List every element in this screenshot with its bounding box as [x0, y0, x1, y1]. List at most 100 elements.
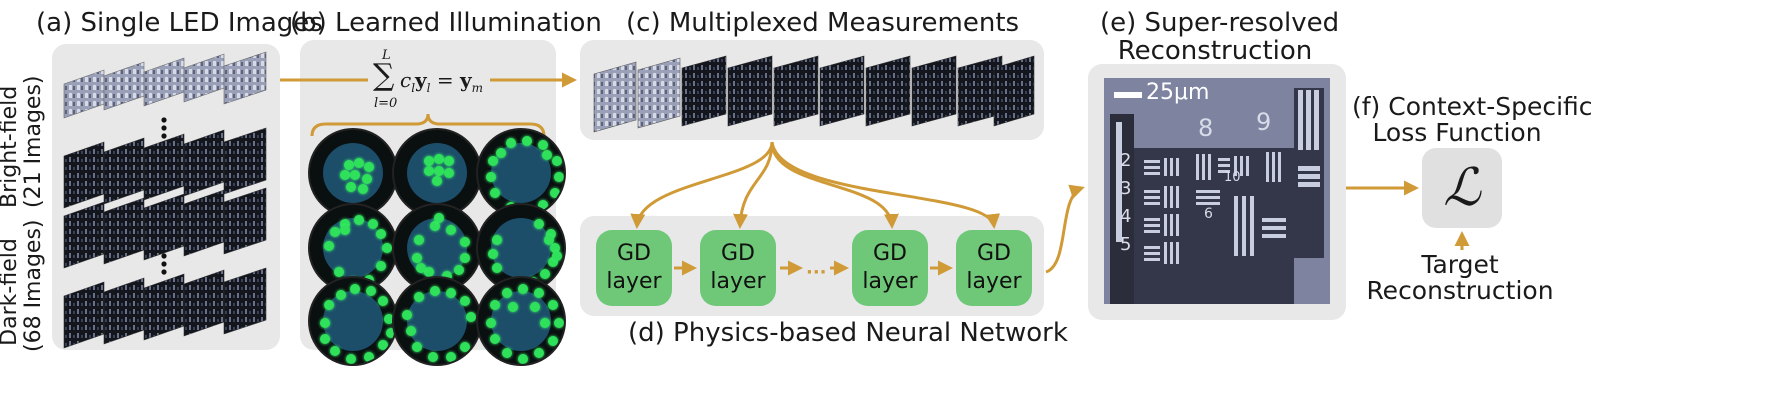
panel-e-title-line2: Reconstruction	[1117, 36, 1313, 66]
led-dot	[446, 225, 456, 235]
panel-f-title-line2: Loss Function	[1372, 118, 1542, 147]
led-dot	[424, 166, 434, 176]
led-dot	[550, 188, 560, 198]
target-label-line1: Target	[1421, 250, 1499, 279]
led-dot	[486, 172, 496, 182]
led-dot	[554, 172, 564, 182]
led-dot	[376, 261, 386, 271]
layer-ellipsis: ···	[806, 262, 827, 283]
gd-layer-4-line1: GD	[977, 241, 1011, 266]
target-number-9: 9	[1256, 108, 1272, 136]
led-dot	[378, 296, 388, 306]
led-dot	[444, 168, 454, 178]
led-dot	[490, 300, 500, 310]
led-dot	[488, 156, 498, 166]
led-dot	[492, 263, 502, 273]
led-dot	[434, 154, 444, 164]
brightfield-stack	[63, 51, 267, 119]
led-pattern-4	[308, 203, 398, 293]
led-dot	[364, 162, 374, 172]
panel-c-title: (c) Multiplexed Measurements	[626, 8, 1020, 38]
led-dot	[346, 354, 356, 364]
arrow-c-to-gd1	[630, 141, 774, 229]
led-dot	[544, 235, 554, 245]
loss-function-box: ℒ	[1422, 148, 1502, 228]
led-dot	[522, 136, 532, 146]
led-dot	[490, 188, 500, 198]
gd-layer-3: GD layer	[852, 230, 928, 306]
led-dot	[330, 346, 340, 356]
led-dot	[430, 221, 440, 231]
formula-y-sub: l	[426, 81, 431, 95]
led-dot	[340, 170, 350, 180]
led-dot	[534, 348, 544, 358]
led-dot	[540, 269, 550, 279]
darkfield-label: Dark-field (68 Images)	[0, 219, 46, 352]
led-dot	[508, 302, 518, 312]
led-pattern-7	[308, 276, 398, 366]
learned-illumination-patterns	[308, 128, 566, 366]
led-dot	[406, 326, 416, 336]
panel-e-title-line1: (e) Super-resolved	[1100, 8, 1340, 38]
led-dot	[354, 215, 364, 225]
led-dot	[550, 243, 560, 253]
led-dot	[416, 263, 426, 273]
led-dot	[444, 156, 454, 166]
led-dot	[346, 182, 356, 192]
brightfield-label-line2: (21 Images)	[21, 75, 46, 208]
led-dot	[534, 219, 544, 229]
arrow-c-to-gd4	[770, 141, 1001, 229]
darkfield-label-line1: Dark-field	[0, 238, 22, 346]
led-dot	[324, 241, 334, 251]
led-dot	[414, 235, 424, 245]
multiplexed-measurement-stack	[593, 55, 1035, 133]
darkfield-stack-1	[63, 127, 267, 209]
gd-layer-4: GD layer	[956, 230, 1032, 306]
arrow-d-to-e	[1045, 184, 1085, 274]
led-dot	[466, 312, 476, 322]
led-dot	[412, 253, 422, 263]
led-dot	[424, 156, 434, 166]
brightfield-label: Bright-field (21 Images)	[0, 75, 46, 208]
brightfield-label-line1: Bright-field	[0, 85, 22, 208]
darkfield-stack-3	[63, 267, 267, 349]
gd-layer-2-line2: layer	[710, 269, 766, 294]
led-dot	[490, 334, 500, 344]
panel-b-title: (b) Learned Illumination	[290, 8, 602, 38]
led-dot	[530, 302, 540, 312]
led-dot	[434, 213, 444, 223]
formula-y: y	[415, 68, 427, 92]
target-number-5: 5	[1120, 234, 1132, 255]
target-number-10: 10	[1224, 170, 1241, 185]
led-dot	[518, 284, 528, 294]
led-dot	[382, 243, 392, 253]
led-dot	[506, 138, 516, 148]
led-dot	[502, 348, 512, 358]
led-dot	[548, 300, 558, 310]
led-dot	[320, 334, 330, 344]
led-dot	[432, 176, 442, 186]
led-dot	[364, 352, 374, 362]
led-dot	[424, 267, 434, 277]
led-dot	[552, 251, 562, 261]
gd-layer-4-line2: layer	[966, 269, 1022, 294]
gd-layer-1-line2: layer	[606, 269, 662, 294]
formula-lower-limit: l=0	[374, 96, 398, 111]
led-dot	[554, 318, 564, 328]
formula-body: clyl = ym	[400, 68, 483, 95]
target-number-8: 8	[1198, 114, 1214, 142]
led-dot	[362, 174, 372, 184]
led-dot	[358, 184, 368, 194]
led-dot	[538, 140, 548, 150]
led-dot	[502, 288, 512, 298]
led-dot	[488, 249, 498, 259]
formula-sum-symbol: ∑	[373, 58, 395, 93]
led-dot	[378, 340, 388, 350]
led-dot	[324, 300, 334, 310]
brightfield-ellipsis	[161, 117, 167, 139]
led-dot	[548, 257, 558, 267]
target-number-4: 4	[1120, 206, 1132, 227]
formula-coef-sub: l	[411, 81, 416, 95]
led-dot	[460, 296, 470, 306]
led-dot	[354, 158, 364, 168]
